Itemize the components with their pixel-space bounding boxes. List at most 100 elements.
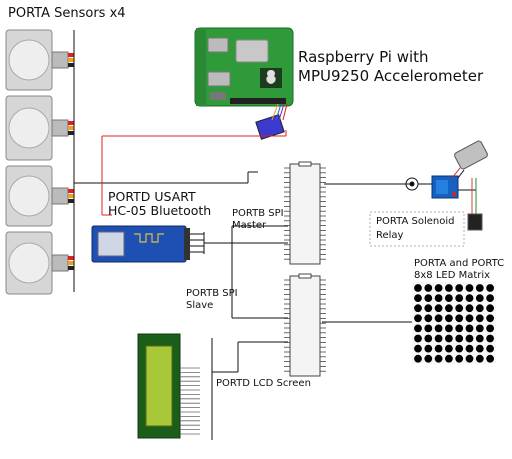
- lcd-screen-label: PORTD LCD Screen: [216, 378, 311, 389]
- led-dot: [414, 314, 422, 323]
- led-dot: [414, 334, 422, 343]
- led-matrix-label-line2: 8x8 LED Matrix: [414, 270, 491, 281]
- led-dot: [445, 354, 453, 363]
- led-dot: [486, 284, 494, 292]
- led-dot: [465, 354, 474, 363]
- pir-sensor-1: [5, 29, 74, 91]
- led-dot: [465, 284, 474, 292]
- led-dot: [424, 344, 433, 353]
- led-dot: [434, 354, 443, 363]
- led-dot: [434, 334, 443, 343]
- led-matrix: [412, 282, 496, 364]
- solenoid-relay-label-line1: PORTA Solenoid: [376, 216, 455, 227]
- led-dot: [414, 324, 422, 333]
- lcd-screen-module: [137, 333, 200, 439]
- led-dot: [414, 294, 422, 302]
- raspberry-pi-label-line1: Raspberry Pi with: [298, 48, 429, 66]
- led-dot: [486, 304, 494, 313]
- led-dot: [434, 284, 443, 292]
- raspberry-pi-label-line2: MPU9250 Accelerometer: [298, 67, 484, 85]
- led-dot: [445, 284, 453, 292]
- led-dot: [486, 324, 494, 333]
- led-dot: [445, 334, 453, 343]
- led-dot: [486, 354, 494, 363]
- portd-usart-label: PORTD USART: [108, 189, 196, 204]
- solenoid-relay-wiring: [324, 177, 432, 191]
- pir-sensor-2: [5, 95, 74, 161]
- led-dot: [414, 304, 422, 313]
- spi-master-label-line1: PORTB SPI: [232, 208, 284, 219]
- led-dot: [445, 314, 453, 323]
- led-dot: [424, 314, 433, 323]
- led-dot: [486, 314, 494, 323]
- led-dot: [475, 334, 484, 343]
- led-dot: [455, 354, 464, 363]
- porta-sensors-label: PORTA Sensors x4: [8, 6, 126, 21]
- led-dot: [455, 304, 464, 313]
- led-dot: [455, 344, 464, 353]
- led-dot: [475, 284, 484, 292]
- led-dot: [424, 284, 433, 292]
- bluetooth-label: HC-05 Bluetooth: [108, 203, 212, 218]
- spi-slave-label-line1: PORTB SPI: [186, 288, 238, 299]
- led-dot: [434, 344, 443, 353]
- led-dot: [424, 304, 433, 313]
- led-matrix-label-line1: PORTA and PORTC: [414, 258, 505, 269]
- led-dot: [465, 304, 474, 313]
- led-dot: [475, 314, 484, 323]
- lcd-wiring: [211, 338, 288, 440]
- led-dot: [414, 344, 422, 353]
- master-microcontroller: [284, 161, 326, 265]
- led-dot: [486, 294, 494, 302]
- led-dot: [414, 284, 422, 292]
- relay-module: [431, 175, 459, 199]
- led-dot: [445, 324, 453, 333]
- raspberry-pi-board: [194, 27, 294, 107]
- led-dot: [445, 294, 453, 302]
- led-dot: [434, 304, 443, 313]
- led-dot: [486, 334, 494, 343]
- led-dot: [434, 324, 443, 333]
- slave-microcontroller: [284, 273, 326, 377]
- pir-bus-wiring: [73, 30, 258, 292]
- led-dot: [414, 354, 422, 363]
- led-dot: [465, 344, 474, 353]
- led-dot: [475, 344, 484, 353]
- led-dot: [424, 354, 433, 363]
- led-dot: [445, 344, 453, 353]
- pir-sensor-4: [5, 231, 74, 295]
- led-dot: [465, 334, 474, 343]
- spi-slave-label-line2: Slave: [186, 300, 214, 311]
- spi-master-label-line2: Master: [232, 220, 267, 231]
- rpi-mpu-wiring: [271, 103, 288, 121]
- led-dot: [465, 324, 474, 333]
- led-dot: [475, 324, 484, 333]
- led-dot: [455, 314, 464, 323]
- led-dot: [434, 314, 443, 323]
- led-dot: [465, 294, 474, 302]
- led-dot: [424, 334, 433, 343]
- led-dot: [475, 354, 484, 363]
- led-dot: [475, 294, 484, 302]
- bluetooth-wiring: [190, 232, 288, 254]
- led-dot: [475, 304, 484, 313]
- rpi-red-wire: [101, 130, 287, 216]
- solenoid-relay-label-line2: Relay: [376, 230, 404, 241]
- led-dot: [424, 324, 433, 333]
- solenoid-actuator: [451, 140, 488, 179]
- pir-sensor-3: [5, 165, 74, 227]
- led-dot: [434, 294, 443, 302]
- led-dot: [455, 334, 464, 343]
- led-dot: [455, 324, 464, 333]
- led-dot: [455, 294, 464, 302]
- led-dot: [465, 314, 474, 323]
- led-dot: [486, 344, 494, 353]
- led-dot: [445, 304, 453, 313]
- led-dot: [455, 284, 464, 292]
- led-dot: [424, 294, 433, 302]
- spi-wiring: [231, 225, 288, 319]
- relay-power-wiring: [458, 178, 483, 231]
- hc05-bluetooth-module: [91, 225, 190, 263]
